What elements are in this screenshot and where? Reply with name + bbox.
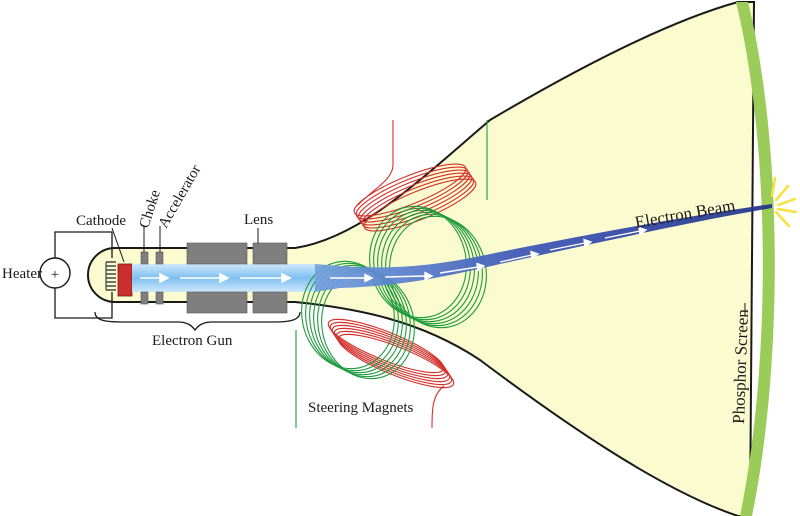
accelerator-label: Accelerator [156, 162, 205, 231]
electron-gun-label: Electron Gun [152, 333, 233, 349]
cathode-block [117, 263, 133, 297]
heater-filament [106, 261, 116, 291]
crt-tube-envelope [87, 1, 756, 516]
gun-beam-arrows [140, 272, 292, 284]
impact-glow [770, 176, 798, 228]
phosphor-screen [736, 2, 775, 516]
battery-icon [39, 257, 71, 289]
lens-label: Lens [244, 212, 273, 228]
electron-gun-bracket [94, 311, 301, 332]
heater-label: Heater [2, 266, 42, 282]
heater-circuit [54, 231, 113, 319]
electron-beam [315, 204, 772, 292]
phosphor-screen-label: Phosphor Screen [729, 308, 752, 424]
steering-magnets-label: Steering Magnets [308, 400, 414, 416]
cathode-label: Cathode [76, 213, 126, 229]
leader-lines [111, 226, 746, 315]
lens-electrodes [186, 242, 288, 314]
beam-arrows [330, 226, 648, 283]
battery-symbol: + [51, 267, 59, 283]
